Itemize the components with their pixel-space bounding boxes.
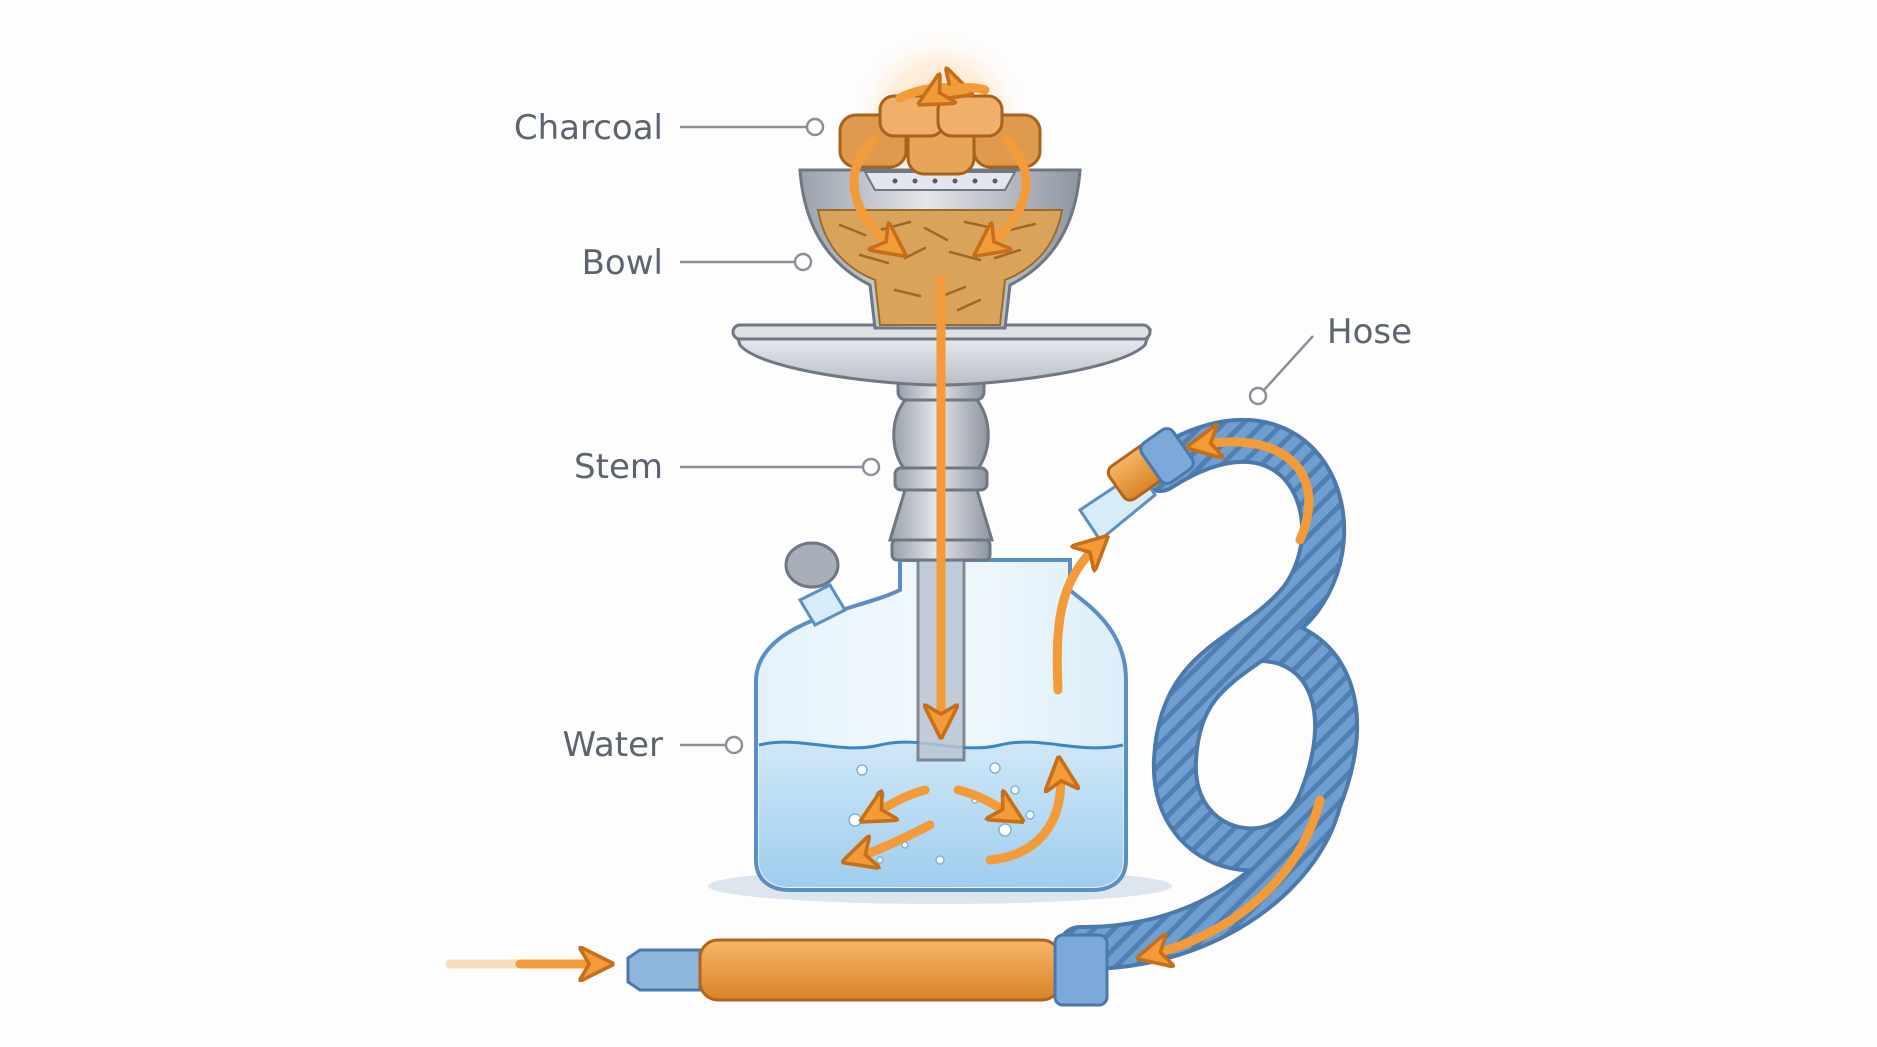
- label-water-text: Water: [562, 725, 663, 765]
- arrow-icon: [953, 785, 1012, 815]
- arrow-icon: [855, 820, 935, 858]
- flow-arrows: [445, 88, 1325, 964]
- label-hose: Hose: [1248, 312, 1412, 406]
- mouthpiece: [626, 933, 1109, 1007]
- label-charcoal: Charcoal: [514, 108, 825, 148]
- label-charcoal-text: Charcoal: [514, 108, 663, 148]
- label-stem: Stem: [574, 447, 881, 487]
- arrow-icon: [930, 88, 990, 98]
- label-bowl-text: Bowl: [582, 243, 663, 283]
- arrow-icon: [985, 135, 1031, 248]
- arrow-icon: [849, 135, 895, 248]
- label-hose-text: Hose: [1327, 312, 1412, 352]
- arrow-icon: [872, 785, 930, 815]
- arrow-icon: [985, 770, 1061, 865]
- purge-valve: [784, 541, 848, 627]
- label-water: Water: [562, 725, 744, 765]
- arrow-icon: [1200, 442, 1314, 545]
- label-stem-text: Stem: [574, 447, 663, 487]
- arrow-icon: [1052, 545, 1098, 695]
- label-bowl: Bowl: [582, 243, 813, 283]
- arrow-icon: [1150, 795, 1325, 955]
